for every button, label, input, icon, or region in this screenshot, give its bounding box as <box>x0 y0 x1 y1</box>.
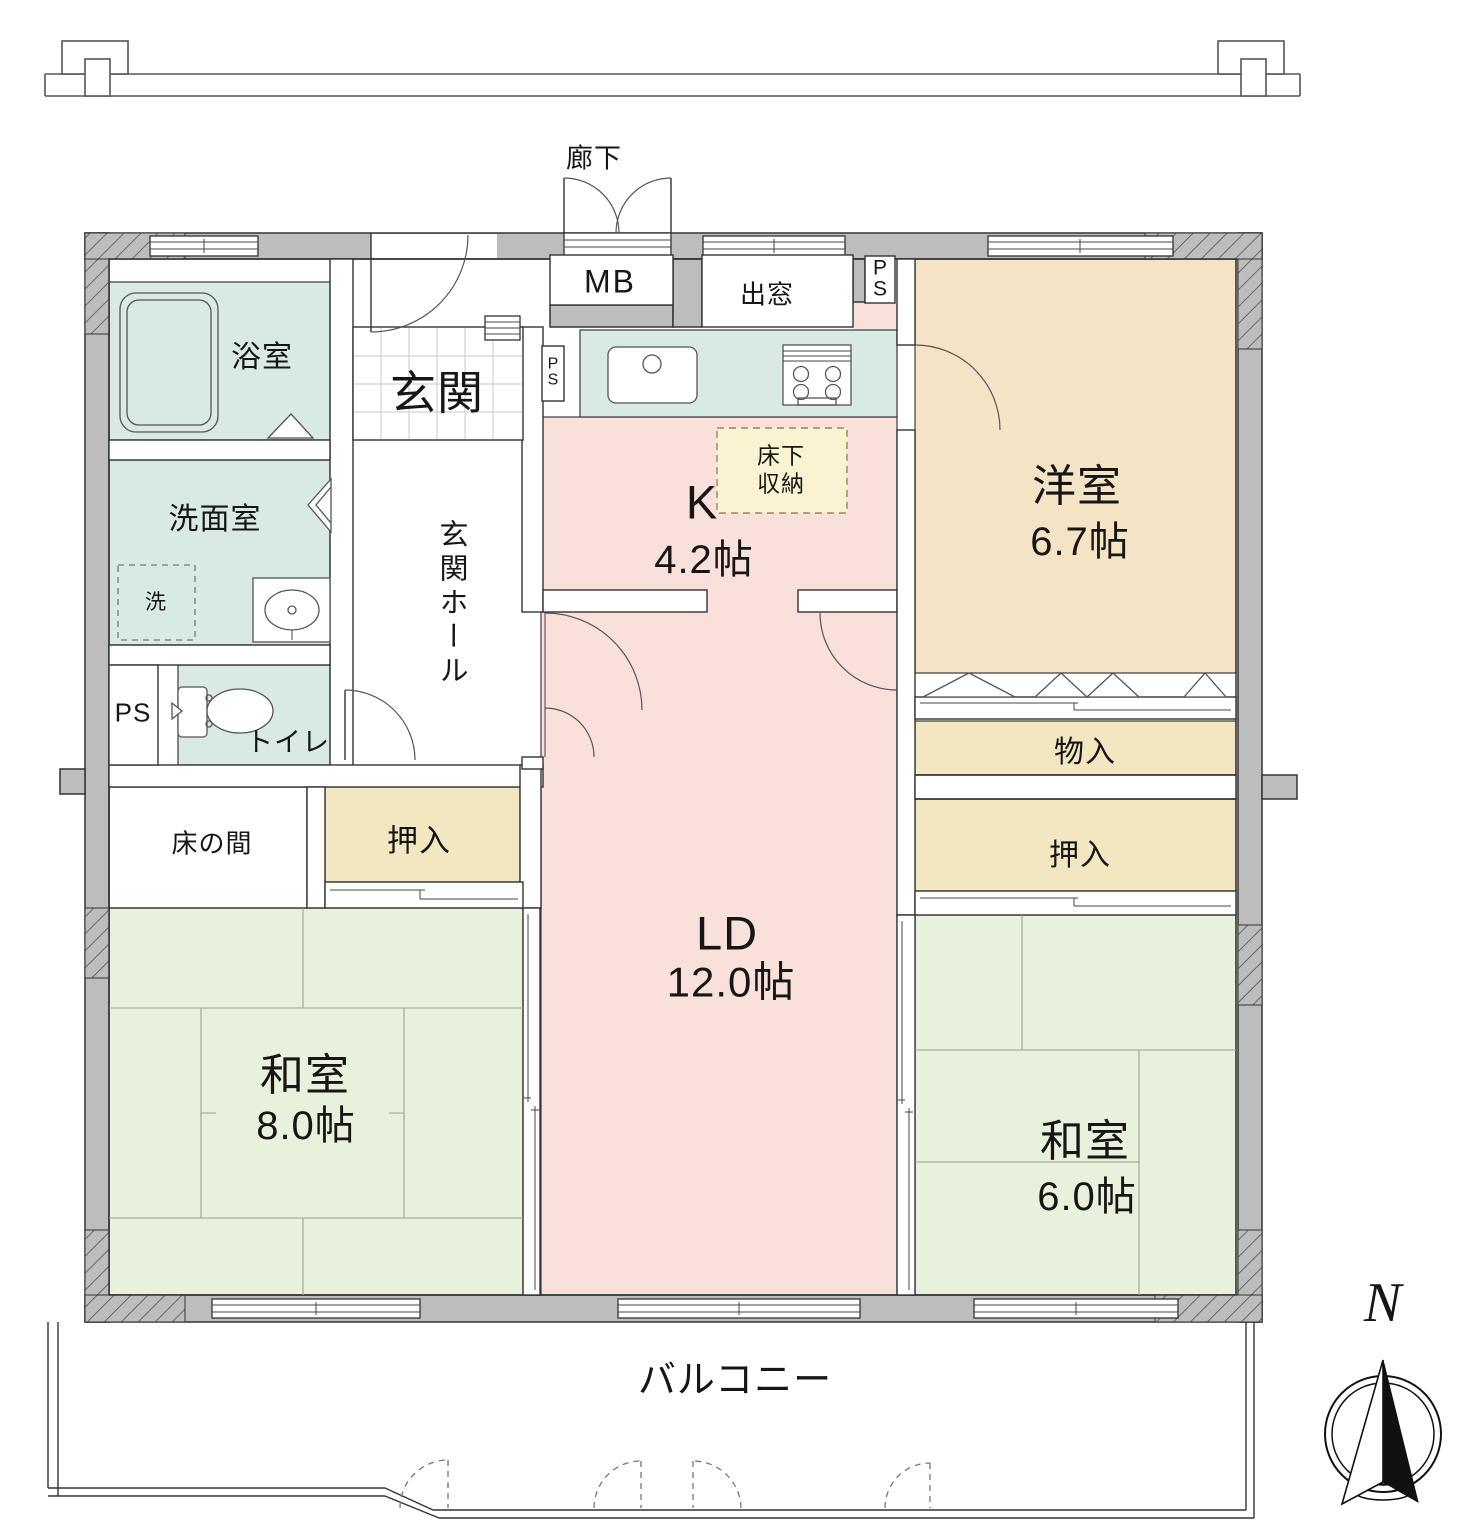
entrance-hall-label: 玄関ホール <box>435 519 467 689</box>
ps-left-label: PS <box>114 697 152 728</box>
washroom-door-icon <box>307 477 332 534</box>
ps-box-left <box>108 664 159 766</box>
storage-in-label: 物入 <box>1054 736 1116 769</box>
bath-door-icon <box>266 413 315 439</box>
washbasin-icon <box>252 577 331 643</box>
entrance-door-icon <box>370 233 469 333</box>
western-closet-track <box>914 696 1237 720</box>
washroom-label: 洗面室 <box>168 503 262 536</box>
stove-icon <box>782 344 852 406</box>
fusuma-right <box>896 914 916 1296</box>
western-room-door-icon <box>914 344 1001 431</box>
ps-box-kitchen <box>541 345 565 402</box>
japanese6-name-label: 和室 <box>1040 1117 1130 1166</box>
sliding-door-icons <box>324 696 1237 1296</box>
entrance-door-opening <box>371 234 497 258</box>
hall-ld-door-icon <box>544 612 643 758</box>
japanese8-area-label: 8.0帖 <box>256 1104 356 1148</box>
neighbor-outline <box>44 40 1301 97</box>
western-name-label: 洋室 <box>1032 462 1122 511</box>
ps-kitchen-label: PS <box>547 355 559 389</box>
ps-top-label: PS <box>872 256 888 301</box>
underfloor-storage-box <box>716 427 848 514</box>
toilet-door-icon <box>344 689 416 761</box>
room-tatami-6 <box>914 914 1237 1296</box>
meter-box <box>549 254 674 306</box>
ld-area-label: 12.0帖 <box>666 958 796 1006</box>
bay-window-label: 出窓 <box>739 279 795 310</box>
washer-label: 洗 <box>145 591 167 614</box>
closet-left-track <box>324 881 524 909</box>
balcony-partition-icons <box>399 1459 931 1509</box>
room-western <box>914 258 1237 674</box>
alcove-label: 床の間 <box>171 828 253 859</box>
cabinet-icon <box>484 315 521 341</box>
tatami-lines-8 <box>109 908 523 1295</box>
interior-walls <box>108 258 1237 916</box>
alcove-room <box>108 786 308 909</box>
toilet-icon <box>171 686 274 738</box>
door-icons <box>344 177 1001 761</box>
corridor-label: 廊下 <box>566 143 622 174</box>
closet-right <box>914 798 1237 892</box>
western-area-label: 6.7帖 <box>1030 520 1130 564</box>
window-icon <box>987 235 1174 257</box>
window-icon <box>973 1298 1179 1319</box>
compass-icon <box>1324 1359 1442 1506</box>
underfloor-storage-label: 床下 収納 <box>757 442 805 496</box>
japanese6-area-label: 6.0帖 <box>1037 1175 1137 1219</box>
window-icons-top <box>149 235 1174 257</box>
entrance-tiles <box>352 326 524 441</box>
kitchen-name-label: K <box>685 475 719 529</box>
room-bathroom <box>108 281 331 441</box>
bathtub-icon <box>119 292 219 433</box>
closet-right-track <box>914 890 1237 916</box>
folding-door-icons <box>922 672 1228 698</box>
window-icon <box>211 1298 421 1319</box>
compass-north-label: N <box>1363 1272 1403 1334</box>
kitchen-area-label: 4.2帖 <box>654 538 754 582</box>
storage-in <box>914 720 1237 776</box>
window-icon <box>149 235 259 257</box>
closet-left-label: 押入 <box>387 823 451 859</box>
kitchen-ld-door-icon <box>819 612 898 691</box>
fusuma-left <box>522 907 541 1296</box>
entrance-label: 玄関 <box>390 367 484 419</box>
balcony-label: バルコニー <box>637 1359 833 1402</box>
compass-needle-white <box>1340 1359 1384 1506</box>
bathroom-label: 浴室 <box>231 341 293 374</box>
bay-window-box <box>701 254 854 328</box>
ps-box-top <box>864 255 896 304</box>
kitchen-sink-icon <box>607 346 698 404</box>
meter-box-label: MB <box>584 263 636 300</box>
toilet-label: トイレ <box>246 727 330 758</box>
corridor-double-door-icon <box>563 177 672 234</box>
window-icon <box>617 1298 861 1319</box>
japanese8-name-label: 和室 <box>260 1051 350 1100</box>
window-icons-bottom <box>211 1298 1179 1319</box>
balcony-outline <box>47 1322 1255 1519</box>
washing-machine-icon <box>117 564 196 641</box>
closet-right-label: 押入 <box>1049 839 1111 872</box>
tatami-lines-6 <box>915 915 1236 1295</box>
window-icon <box>702 235 846 257</box>
ld-name-label: LD <box>695 906 759 960</box>
room-fills <box>108 258 1237 1296</box>
compass-needle-black <box>1382 1359 1419 1504</box>
